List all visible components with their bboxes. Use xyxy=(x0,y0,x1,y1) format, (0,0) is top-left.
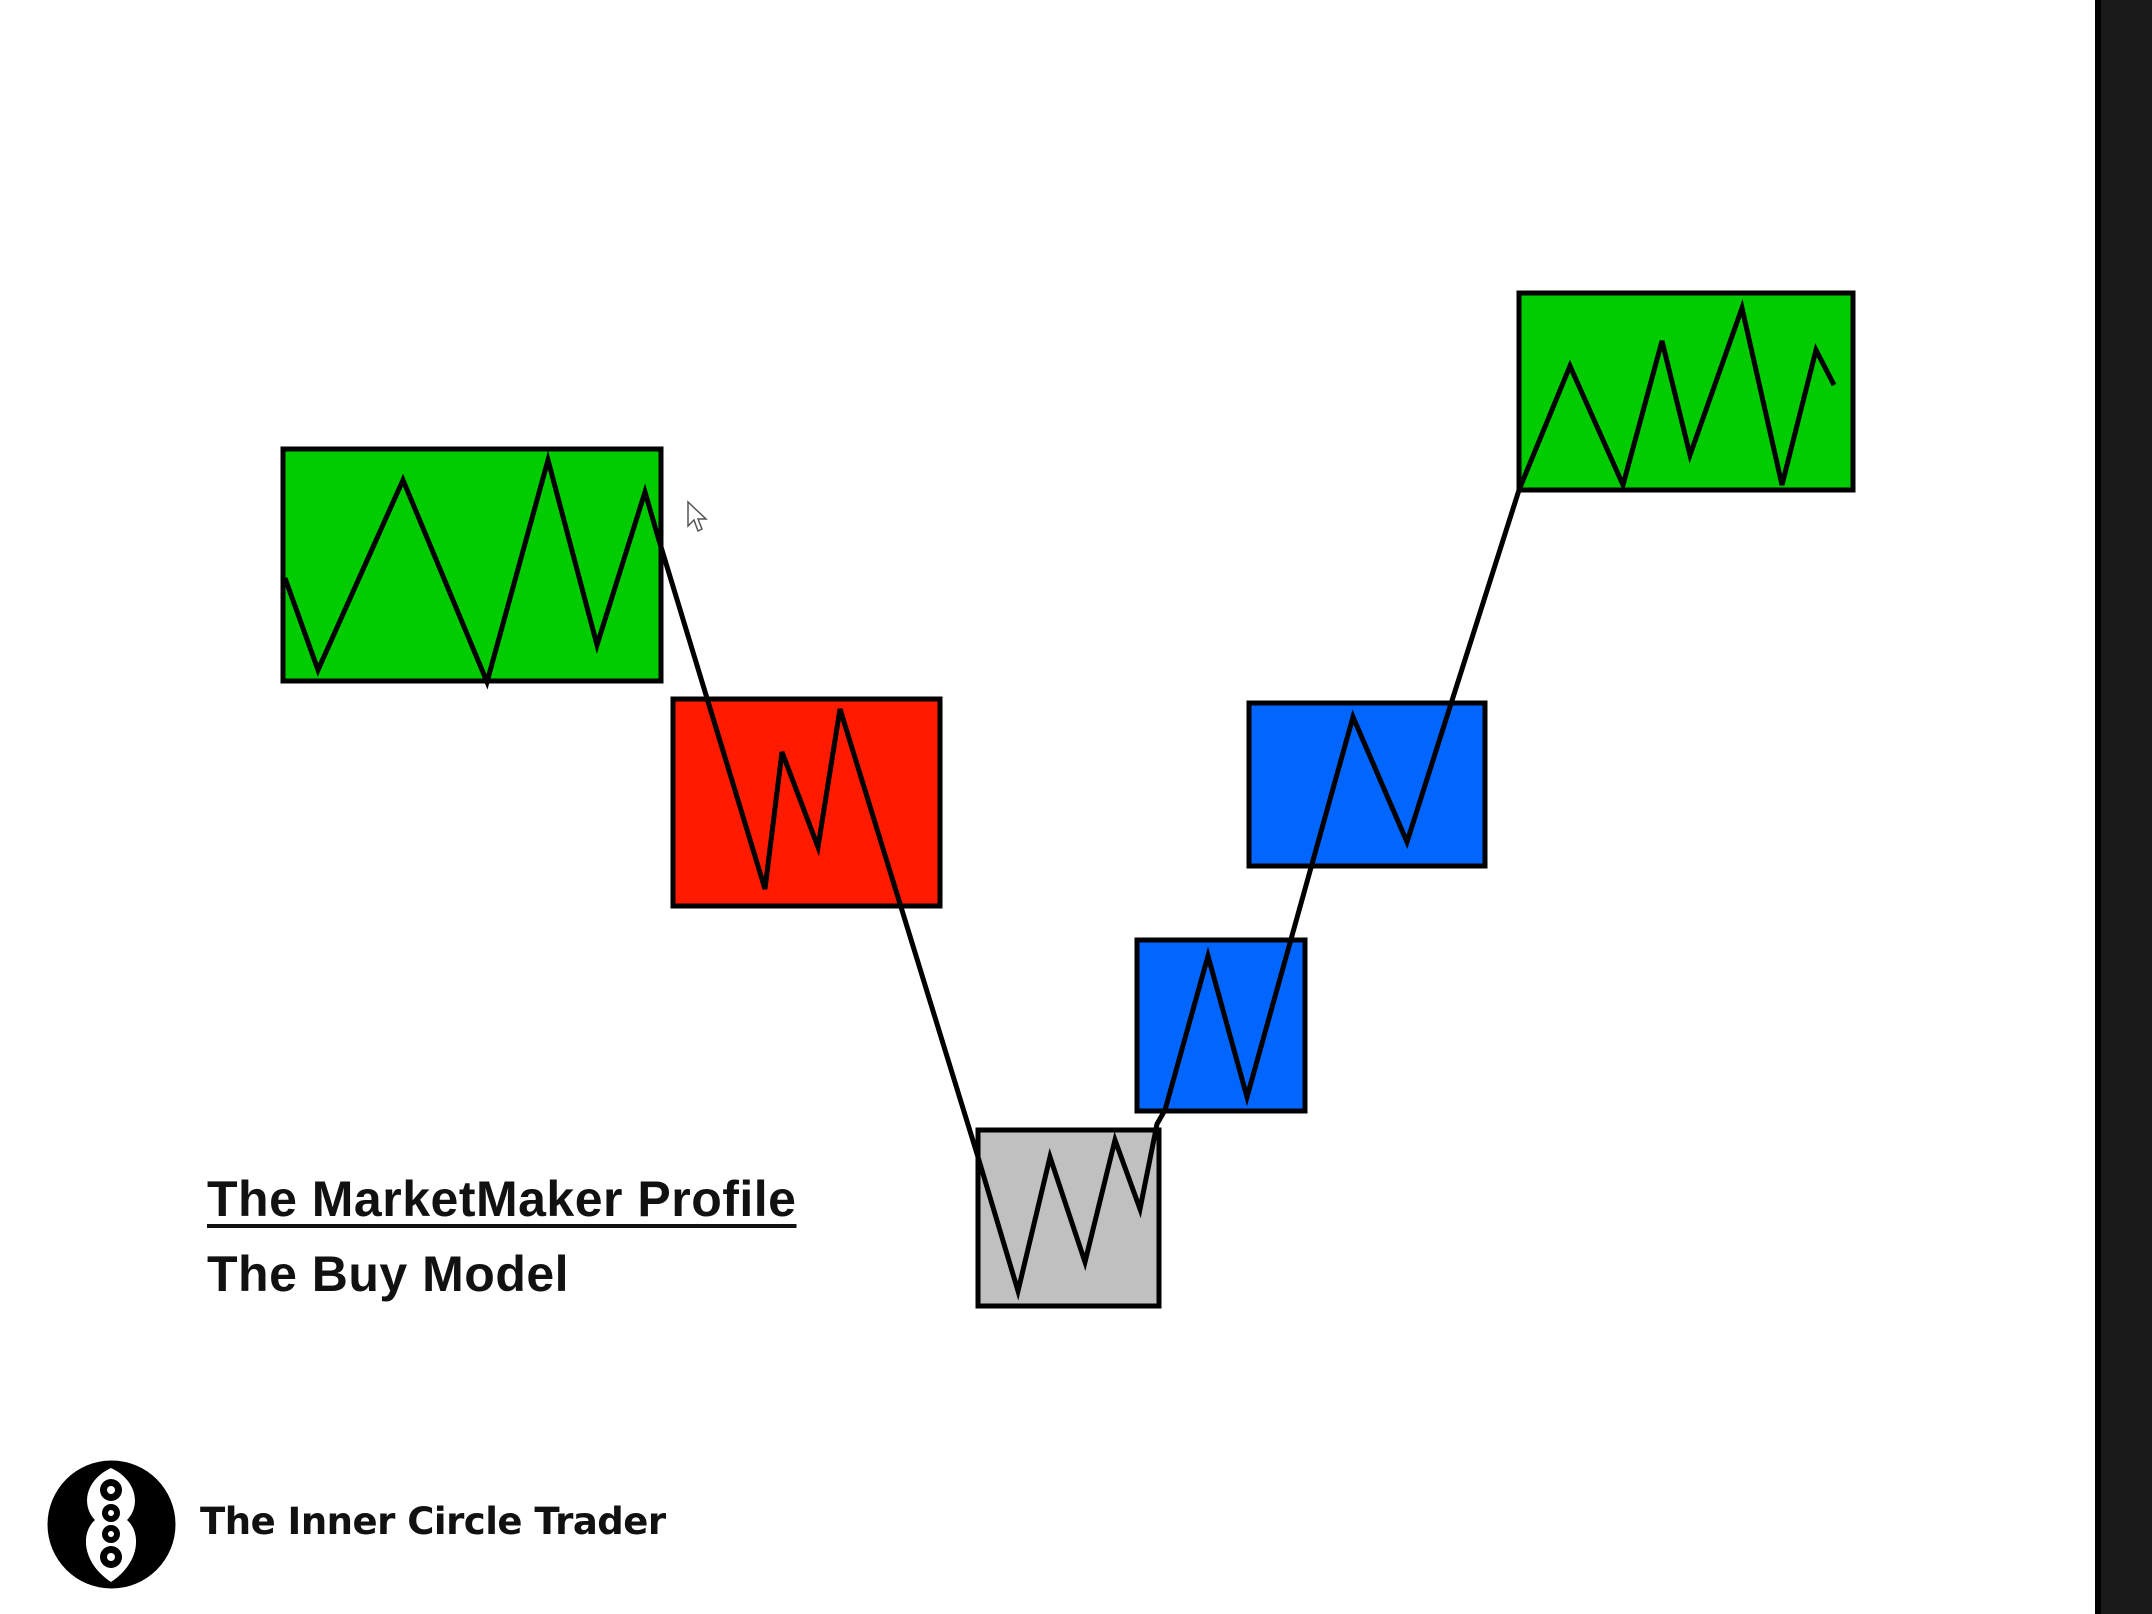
price-path-line xyxy=(282,299,1837,1301)
brand-name: The Inner Circle Trader xyxy=(200,1500,666,1543)
slide-title: The MarketMaker Profile xyxy=(207,1171,797,1227)
frame-edge xyxy=(2083,0,2152,1614)
stage-box-reaccumulation-upper xyxy=(1246,700,1488,869)
inner-circle-logo-icon xyxy=(47,1460,176,1589)
slide: The MarketMaker Profile The Buy Model Th… xyxy=(47,290,1856,1589)
stage-box-reaccumulation-lower xyxy=(1134,937,1308,1114)
buy-model-diagram xyxy=(280,290,1856,1309)
stage-box-terminal-consolidation xyxy=(1516,290,1856,493)
slide-subtitle: The Buy Model xyxy=(207,1246,570,1302)
mouse-pointer-icon xyxy=(687,500,708,533)
stage-box-sell-side-distribution xyxy=(670,696,943,909)
